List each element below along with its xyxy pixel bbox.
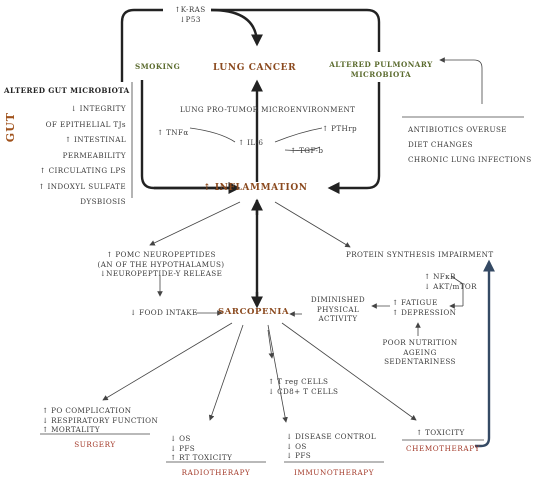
to-immuno-arrow <box>267 324 288 423</box>
immunotherapy-outcomes: ↓ DISEASE CONTROL ↓ OS ↓ PFS <box>286 432 377 461</box>
to-protein-arrow <box>274 201 351 248</box>
gene-p53: ↓P53 <box>179 15 201 24</box>
to-lung-cancer-arrow <box>210 8 263 47</box>
gut-bracket <box>140 80 236 190</box>
surgery-label: SURGERY <box>74 440 116 449</box>
micro-curve-1 <box>189 127 236 143</box>
treg-text: ↑ T reg CELLS ↓ CD8+ T CELLS <box>268 377 339 396</box>
diminished-activity-text: DIMINISHED PHYSICAL ACTIVITY <box>310 295 366 324</box>
to-radiotherapy-arrow <box>208 324 244 421</box>
fatigue-text: ↑ FATIGUE ↑ DEPRESSION <box>392 298 457 317</box>
nfkb-text: ↑ NFκB ↓ AKT/mTOR <box>424 272 477 291</box>
chemotherapy-label: CHEMOTHERAPY <box>406 444 480 453</box>
pthrp-label: ↑ PTHrp <box>322 124 358 133</box>
gut-microbiota-list: ↓ INTEGRITY OF EPITHELIAL TJs ↑ INTESTIN… <box>38 104 126 206</box>
surgery-outcomes: ↑ PO COMPLICATION ↓ RESPIRATORY FUNCTION… <box>42 406 159 435</box>
chemotherapy-outcomes: ↑ TOXICITY <box>416 428 465 437</box>
radiotherapy-label: RADIOTHERAPY <box>181 468 251 477</box>
to-pomc-arrow <box>149 201 241 246</box>
tgf-label: ↑ TGF-b <box>290 146 324 155</box>
radiotherapy-outcomes: ↓ OS ↓ PFS ↑ RT TOXICITY <box>170 434 233 463</box>
gene-kras: ↑K-RAS <box>174 5 206 14</box>
food-intake-label: ↓ FOOD INTAKE <box>130 308 198 317</box>
immunotherapy-label: IMMUNOTHERAPY <box>293 468 375 477</box>
pulmonary-causes-list: ANTIBIOTICS OVERUSE DIET CHANGES CHRONIC… <box>408 125 532 164</box>
pomc-text: ↑ POMC NEUROPEPTIDES (AN OF THE HYPOTHAL… <box>97 250 225 279</box>
microenvironment-title: LUNG PRO-TUMOR MICROENVIRONMENT <box>180 105 356 114</box>
to-surgery-arrow <box>102 322 233 401</box>
smoking-loop <box>120 8 163 52</box>
sarcopenia-label: SARCOPENIA <box>218 307 290 317</box>
gut-label: GUT <box>4 112 17 143</box>
micro-curve-2 <box>274 127 323 143</box>
protein-synthesis-label: PROTEIN SYNTHESIS IMPAIRMENT <box>346 250 494 259</box>
tnf-label: ↑ TNFα <box>157 128 189 137</box>
pulmonary-loop <box>211 8 381 52</box>
chemo-loop <box>475 259 495 448</box>
causes-arrow <box>439 57 483 104</box>
il6-label: ↑ IL-6 <box>238 138 264 147</box>
smoking-label: SMOKING <box>135 62 181 71</box>
gut-microbiota-title: ALTERED GUT MICROBIOTA <box>4 86 130 95</box>
to-chemo-arrow <box>281 322 417 421</box>
altered-pulmonary-label: ALTERED PULMONARY MICROBIOTA <box>329 60 433 79</box>
inflammation-label: ↑ INFLAMMATION <box>203 183 308 193</box>
pulmonary-to-inflammation <box>327 82 381 194</box>
micro-curve-3 <box>284 146 321 151</box>
poor-nutrition-text: POOR NUTRITION AGEING SEDENTARINESS <box>382 338 458 367</box>
lung-cancer-label: LUNG CANCER <box>213 63 297 73</box>
